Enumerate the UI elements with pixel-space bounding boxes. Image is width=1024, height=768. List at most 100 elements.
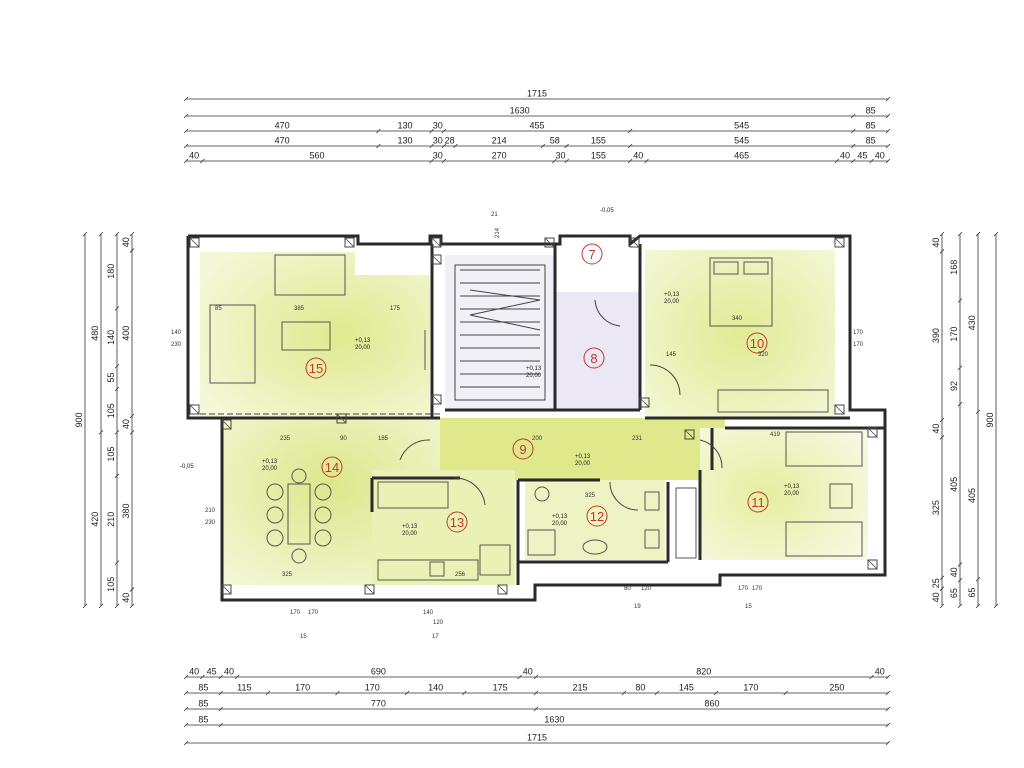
room-15-fill	[200, 252, 430, 418]
dim-top-tick-1-0	[183, 113, 189, 119]
dim-left-label-3-2: 40	[121, 419, 131, 429]
room-14-level: +0,13	[262, 459, 278, 465]
dim-top-tick-3-5	[540, 143, 546, 149]
chair-2	[266, 506, 284, 524]
dim-bottom-tick-1-0	[183, 690, 189, 696]
dim-bottom-tick-1-8	[654, 690, 660, 696]
dim-bottom-tick-0-1	[200, 674, 205, 680]
dim-right-label-1-5: 65	[949, 588, 959, 598]
pillow-1	[713, 261, 739, 275]
dim-right-label-1-1: 170	[949, 327, 959, 342]
dim-left-tick-3-3	[129, 430, 135, 435]
dim-bottom-tick-2-1	[218, 706, 224, 712]
dim-top-tick-3-0	[183, 143, 189, 149]
furniture	[189, 237, 878, 595]
column-hatch	[629, 237, 640, 248]
dim-top-tick-4-11	[885, 158, 891, 164]
room-12-number: 12	[590, 509, 604, 524]
dim-bottom-label-2-2: 860	[704, 699, 719, 709]
dim-left-tick-0-1	[82, 603, 88, 609]
label-r13-a: 256	[455, 572, 466, 578]
room-9-level: +0,13	[575, 454, 591, 460]
dim-left-tick-3-0	[129, 231, 135, 237]
shower-tray	[527, 529, 556, 556]
dim-right-label-2-2: 65	[967, 588, 977, 598]
room-12-level: +0,13	[552, 514, 568, 520]
dim-bottom-label-4-0: 1715	[527, 733, 547, 743]
chair-4	[314, 483, 332, 501]
dim-bottom-label-1-6: 215	[572, 683, 587, 693]
dim-left-label-1-0: 480	[90, 326, 100, 341]
bed-2	[785, 521, 863, 557]
dim-bottom-label-3-1: 1630	[544, 715, 564, 725]
dim-top-tick-4-9	[850, 158, 856, 164]
column	[497, 584, 508, 595]
dim-bottom-label-1-7: 80	[635, 683, 645, 693]
room-13-area: 20,00	[402, 531, 418, 537]
dim-bottom-label-3-0: 85	[198, 715, 208, 725]
dim-left-label-2-6: 105	[106, 577, 116, 592]
dim-top-label-2-2: 30	[433, 121, 443, 131]
column	[639, 397, 650, 408]
column	[344, 237, 355, 248]
dim-bottom-label-1-4: 140	[428, 683, 443, 693]
dim-top-tick-2-5	[850, 128, 856, 134]
sofa-left	[209, 304, 256, 384]
dim-top-tick-4-1	[200, 158, 205, 164]
column	[867, 559, 878, 570]
label-stair-a: 21	[491, 212, 498, 218]
dim-right-label-1-3: 405	[949, 477, 959, 492]
sofa-top	[274, 254, 346, 296]
label-right-b: 170	[853, 342, 864, 348]
coffee-table	[281, 321, 331, 351]
dim-left-label-2-4: 105	[106, 447, 116, 462]
dim-right-tick-0-6	[939, 603, 945, 609]
dim-top-tick-2-4	[627, 128, 633, 134]
dim-left-label-2-3: 105	[106, 403, 116, 418]
dim-bottom-tick-1-10	[783, 690, 788, 696]
dim-bottom-tick-4-0	[183, 740, 189, 746]
dim-right-label-0-0: 40	[931, 238, 941, 248]
dim-right-label-0-2: 40	[931, 424, 941, 434]
column-hatch	[497, 584, 508, 595]
level-outside-left: -0,05	[180, 464, 194, 470]
column	[431, 237, 442, 248]
dim-left-label-3-4: 40	[121, 593, 131, 603]
dim-top-tick-3-2	[429, 143, 434, 149]
room-fills	[200, 250, 868, 585]
column-hatch	[867, 559, 878, 570]
dim-bottom-tick-2-0	[183, 706, 189, 712]
dim-top-label-2-0: 470	[275, 121, 290, 131]
dim-right-label-2-1: 405	[967, 488, 977, 503]
label-bottom-d: 120	[433, 620, 444, 626]
dim-right-label-0-4: 25	[931, 578, 941, 588]
dim-bottom-tick-1-1	[218, 690, 224, 696]
door-arc-13	[454, 477, 486, 506]
room-11-fill	[700, 428, 868, 560]
dim-top-label-3-8: 85	[866, 136, 876, 146]
dim-left-tick-3-4	[129, 587, 135, 592]
dim-right-label-1-0: 168	[949, 260, 959, 275]
dim-top-tick-3-3	[441, 143, 447, 149]
dim-left-tick-2-0	[114, 231, 120, 237]
dim-bottom-tick-4-1	[885, 740, 891, 746]
dim-left-label-2-5: 210	[106, 512, 116, 527]
chair-3	[266, 529, 284, 547]
dim-top-tick-0-1	[885, 96, 891, 102]
dim-left-label-0-0: 900	[74, 412, 84, 427]
room-10-area: 20,00	[664, 299, 680, 305]
dim-left-label-3-0: 40	[121, 237, 131, 247]
dim-top-label-3-7: 545	[734, 136, 749, 146]
stair-steps	[460, 269, 540, 388]
dim-bottom-tick-0-7	[885, 674, 891, 680]
label-bottom-f: 120	[641, 586, 652, 592]
dim-top-label-3-6: 155	[591, 136, 606, 146]
dim-top-tick-4-7	[644, 158, 649, 164]
dim-right-tick-1-2	[957, 365, 963, 371]
door-arc-10	[649, 364, 681, 396]
room-10-fill	[645, 250, 835, 418]
chair-5	[314, 506, 332, 524]
dim-top-label-1-1: 85	[866, 106, 876, 116]
dim-bottom-tick-0-6	[869, 674, 874, 680]
column-hatch	[431, 237, 442, 248]
